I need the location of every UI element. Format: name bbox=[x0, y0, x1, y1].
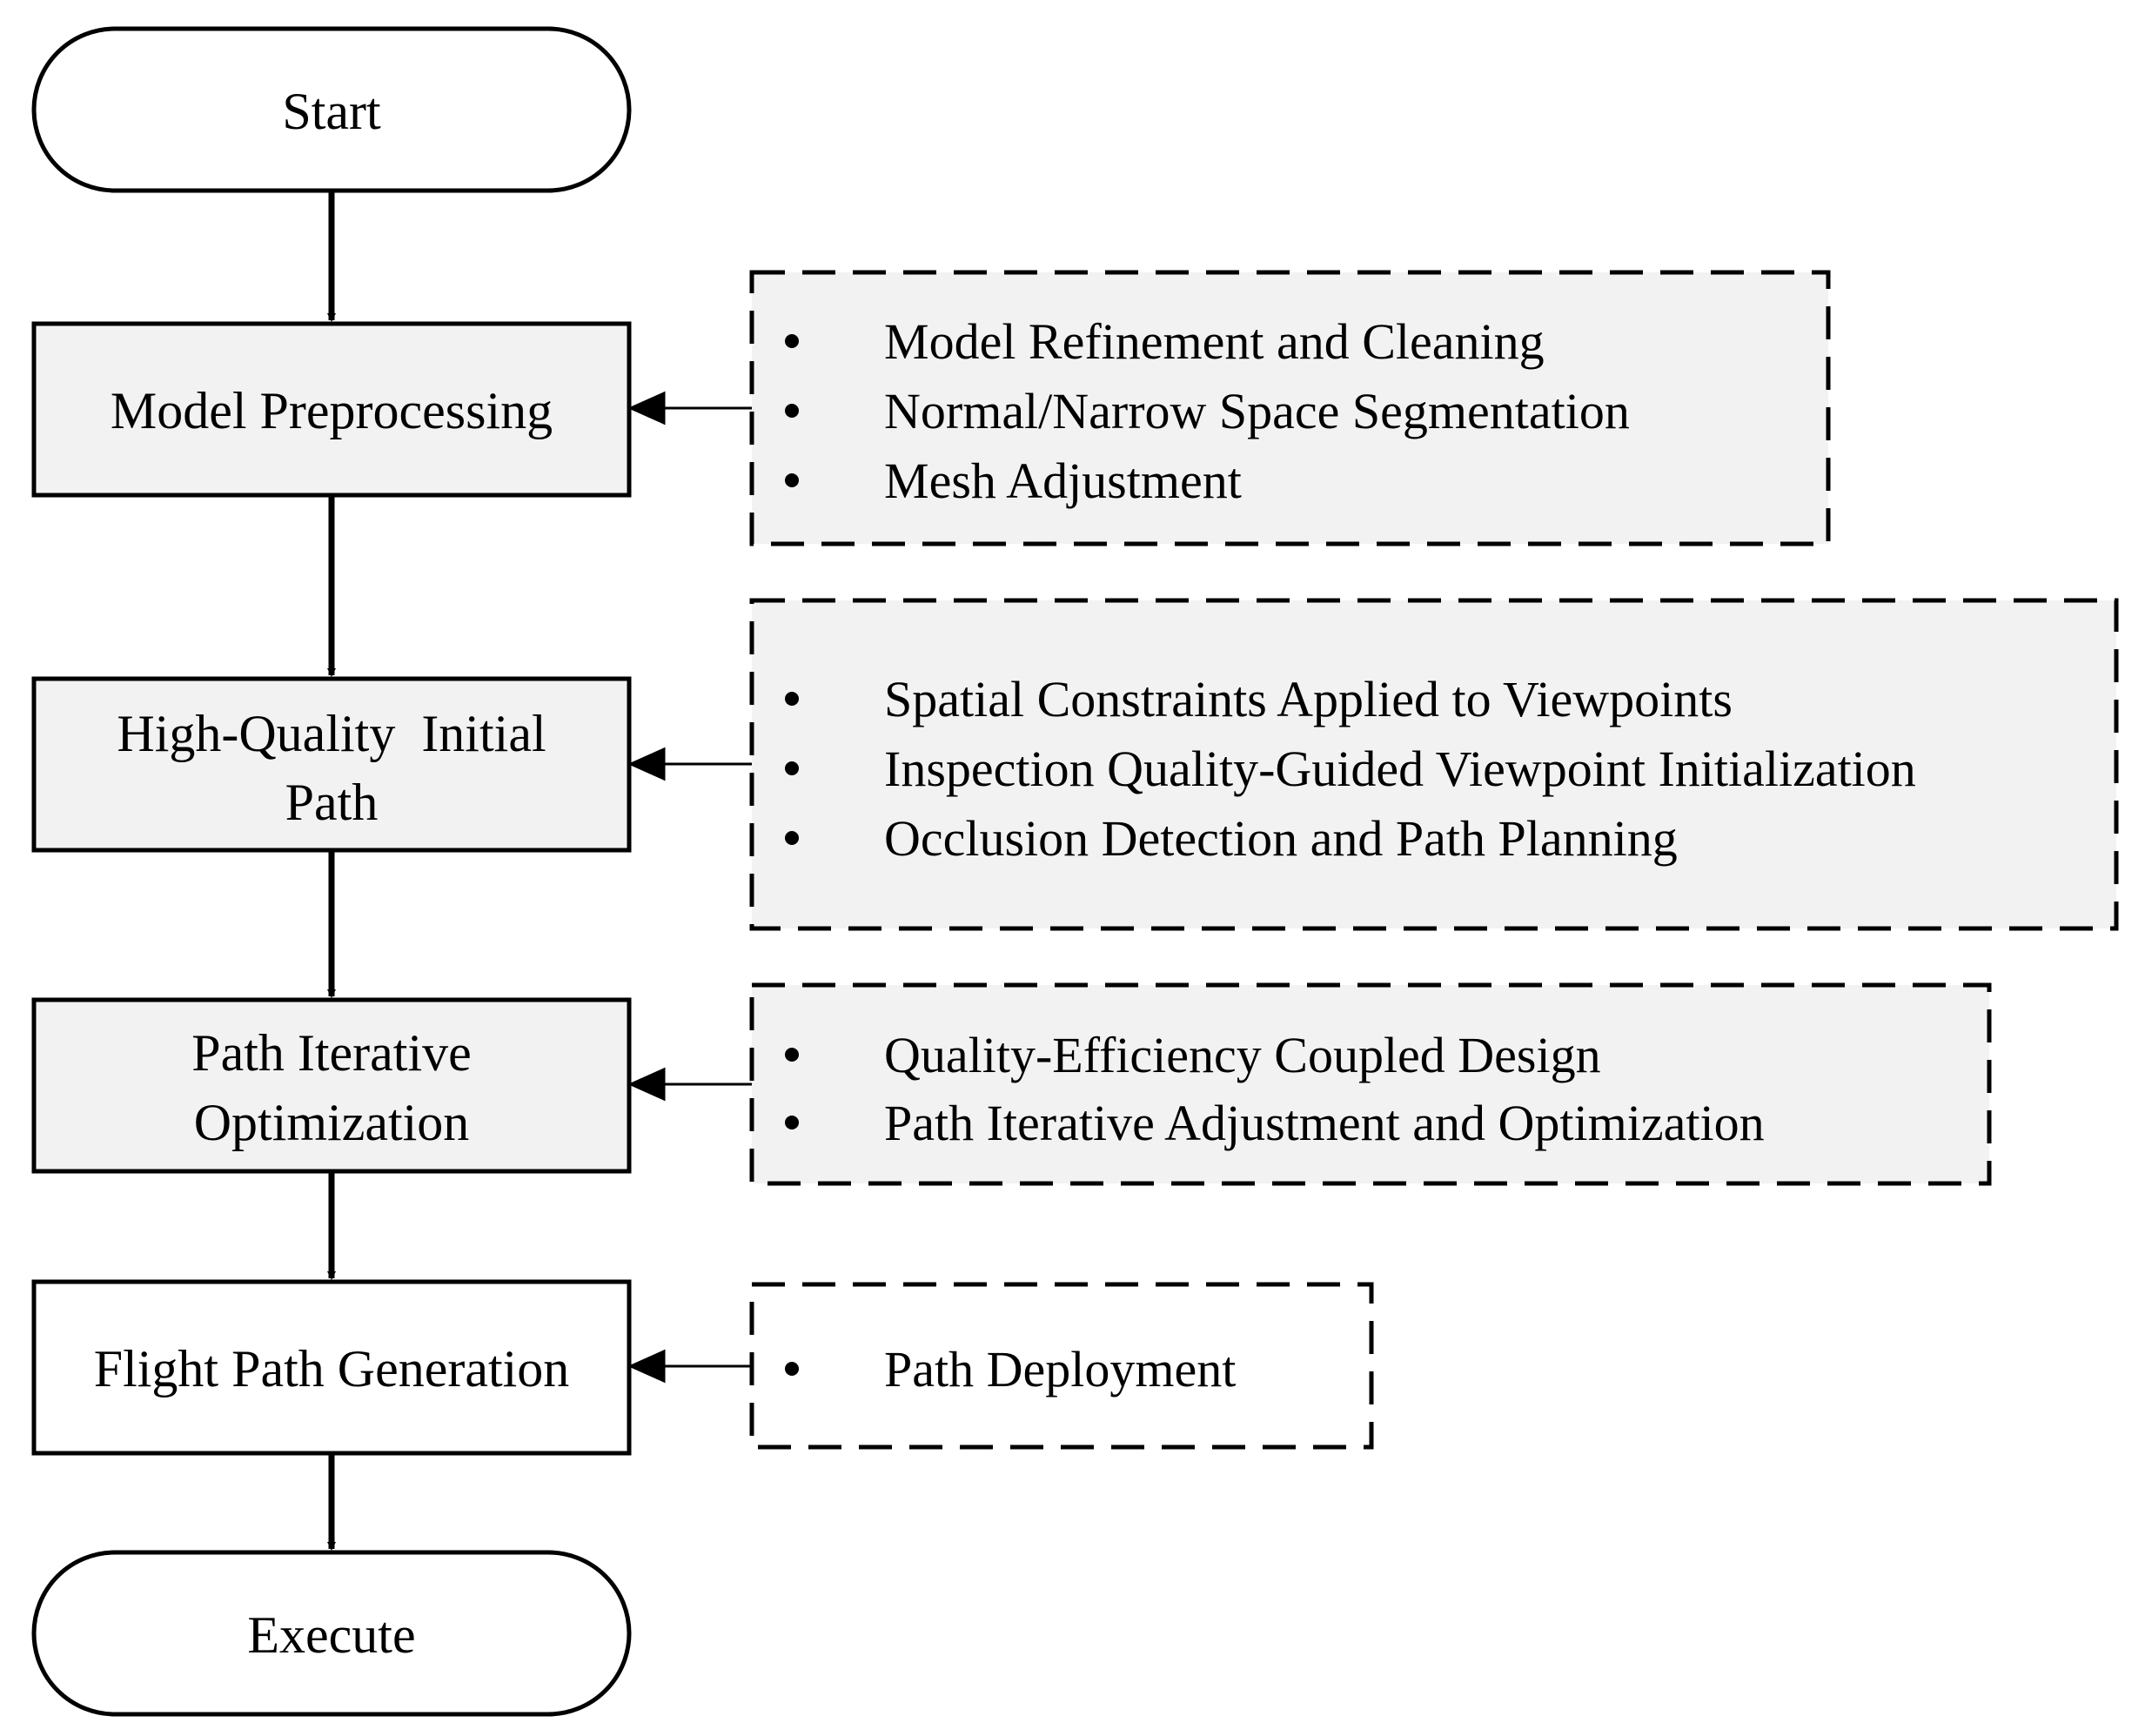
model-preprocessing-box bbox=[31, 321, 632, 498]
bullet-dot bbox=[785, 761, 799, 775]
iterative-optimization-label-line2: Optimization bbox=[194, 1094, 470, 1151]
detail-item: Inspection Quality-Guided Viewpoint Init… bbox=[884, 741, 1916, 797]
iterative-optimization-label-line1: Path Iterative bbox=[191, 1024, 472, 1082]
iterative-optimization-box bbox=[31, 997, 632, 1174]
detail-item: Mesh Adjustment bbox=[884, 452, 1242, 509]
bullet-dot bbox=[785, 404, 799, 418]
detail-item: Spatial Constraints Applied to Viewpoint… bbox=[884, 671, 1733, 727]
bullet-dot bbox=[785, 1116, 799, 1129]
detail-item: Model Refinement and Cleaning bbox=[884, 313, 1545, 370]
initial-path-label-line1: High-Quality Initial bbox=[117, 705, 546, 762]
arrowhead-detail-to-generation bbox=[627, 1349, 666, 1384]
start-label: Start bbox=[282, 83, 381, 140]
detail-box-initial-path bbox=[749, 598, 2119, 931]
bullet-dot bbox=[785, 1048, 799, 1062]
bullet-dot bbox=[785, 334, 799, 348]
detail-item: Path Deployment bbox=[884, 1341, 1236, 1398]
detail-box-preprocessing bbox=[749, 270, 1831, 546]
detail-item: Path Iterative Adjustment and Optimizati… bbox=[884, 1095, 1765, 1151]
detail-arrows bbox=[627, 391, 752, 1384]
arrowhead-detail-to-preprocessing bbox=[627, 391, 666, 426]
flight-path-generation-label: Flight Path Generation bbox=[94, 1340, 570, 1398]
bullet-dot bbox=[785, 473, 799, 487]
bullet-dot bbox=[785, 1362, 799, 1376]
detail-item: Quality-Efficiency Coupled Design bbox=[884, 1027, 1601, 1083]
execute-terminal bbox=[31, 1550, 632, 1717]
detail-box-optimization bbox=[749, 982, 1992, 1186]
arrowhead-detail-to-optimization bbox=[627, 1067, 666, 1102]
detail-item: Normal/Narrow Space Segmentation bbox=[884, 383, 1630, 439]
initial-path-label-line2: Path bbox=[285, 774, 379, 831]
bullet-dot bbox=[785, 831, 799, 845]
initial-path-box bbox=[31, 676, 632, 853]
detail-item: Occlusion Detection and Path Planning bbox=[884, 810, 1678, 867]
bullet-dot bbox=[785, 692, 799, 706]
arrowhead-detail-to-initial-path bbox=[627, 747, 666, 781]
execute-label: Execute bbox=[247, 1606, 415, 1664]
model-preprocessing-label: Model Preprocessing bbox=[111, 382, 553, 439]
detail-box-generation bbox=[749, 1282, 1374, 1450]
